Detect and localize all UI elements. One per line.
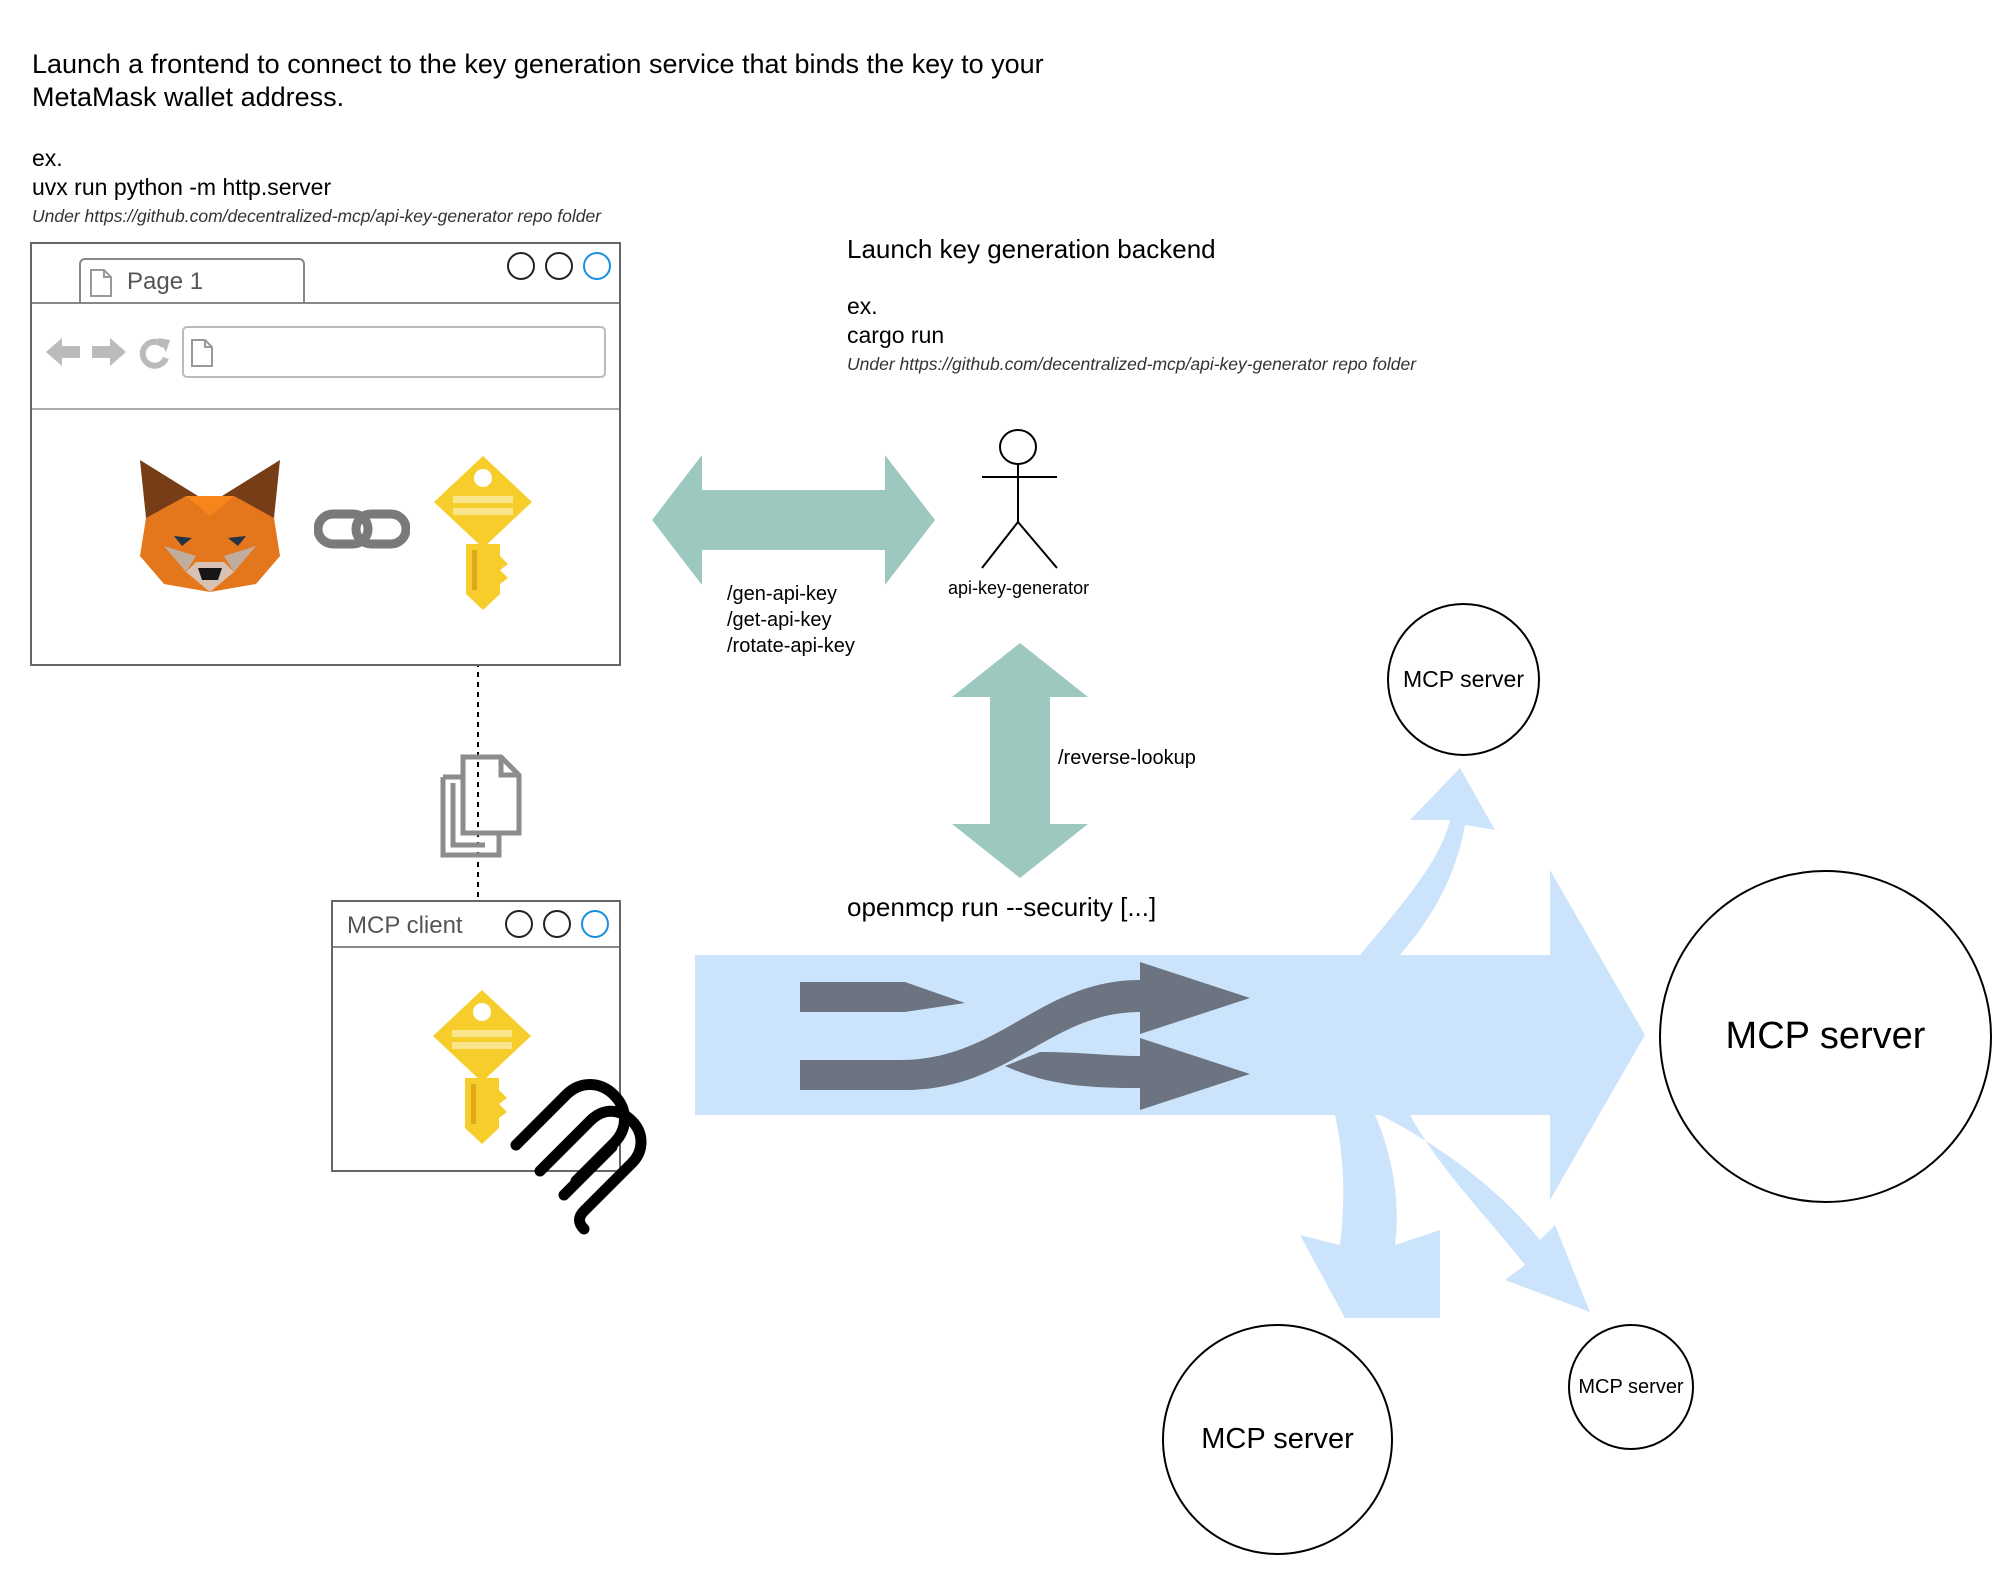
mcp-client-title: MCP client: [347, 912, 463, 939]
backend-title: Launch key generation backend: [847, 234, 1216, 264]
browser-window: Page 1: [30, 242, 621, 666]
reverse-lookup-double-arrow: [952, 643, 1088, 878]
main-flow-arrow: [695, 870, 1645, 1200]
openmcp-command: openmcp run --security [...]: [847, 892, 1157, 922]
mcp-server-bottom-left-label: MCP server: [1201, 1423, 1354, 1455]
window-button-close[interactable]: [507, 252, 535, 280]
endpoint-list: /gen-api-key /get-api-key /rotate-api-ke…: [727, 581, 855, 659]
frontend-ex-label: ex.: [32, 145, 63, 171]
mcp-server-right-label: MCP server: [1725, 1015, 1926, 1057]
tab-label: Page 1: [127, 268, 204, 295]
toolbar-divider: [32, 408, 619, 410]
intro-line-1: Launch a frontend to connect to the key …: [32, 49, 1044, 79]
branch-arrow-bottom-right: [1380, 1115, 1590, 1312]
client-window-button-close[interactable]: [505, 910, 533, 938]
address-bar[interactable]: [182, 326, 606, 378]
client-key-icon: [433, 990, 531, 1144]
mcp-server-top-label: MCP server: [1403, 666, 1524, 692]
mcp-server-top: MCP server: [1387, 603, 1540, 756]
frontend-repo-note: Under https://github.com/decentralized-m…: [32, 206, 602, 226]
frontend-example: ex. uvx run python -m http.server Under …: [32, 144, 601, 231]
mcp-logo-icon: [510, 1079, 647, 1235]
reload-icon[interactable]: [138, 336, 172, 370]
copy-icon: [440, 754, 522, 858]
address-page-icon: [191, 339, 213, 367]
page-icon: [90, 269, 112, 297]
branch-arrow-top: [1360, 768, 1495, 955]
actor-icon: [981, 429, 1058, 569]
window-button-minimize[interactable]: [545, 252, 573, 280]
endpoint-rotate-api-key: /rotate-api-key: [727, 635, 855, 657]
browser-tab[interactable]: Page 1: [79, 258, 305, 304]
backend-repo-note: Under https://github.com/decentralized-m…: [847, 354, 1417, 374]
mcp-server-bottom-right: MCP server: [1568, 1324, 1694, 1450]
client-title-divider: [333, 946, 619, 948]
endpoint-gen-api-key: /gen-api-key: [727, 583, 838, 605]
endpoint-reverse-lookup: /reverse-lookup: [1058, 747, 1196, 769]
intro-text: Launch a frontend to connect to the key …: [32, 48, 1044, 114]
mcp-server-bottom-right-label: MCP server: [1578, 1375, 1684, 1398]
actor-label: api-key-generator: [948, 578, 1090, 598]
endpoint-get-api-key: /get-api-key: [727, 609, 832, 631]
branch-arrow-bottom-left: [1300, 1115, 1440, 1318]
client-window-button-minimize[interactable]: [543, 910, 571, 938]
frontend-command: uvx run python -m http.server: [32, 174, 332, 200]
backend-command: cargo run: [847, 322, 945, 348]
intro-line-2: MetaMask wallet address.: [32, 82, 345, 112]
forward-arrow-icon[interactable]: [90, 336, 126, 368]
back-arrow-icon[interactable]: [46, 336, 82, 368]
mcp-server-bottom-left: MCP server: [1162, 1324, 1393, 1555]
mcp-server-right: MCP server: [1659, 870, 1992, 1203]
chain-link-icon: [314, 509, 410, 549]
mcp-client-window: MCP client: [331, 900, 621, 1172]
api-double-arrow: [652, 455, 935, 585]
backend-example: ex. cargo run Under https://github.com/d…: [847, 292, 1416, 379]
tab-bar-divider: [32, 302, 619, 304]
window-button-maximize[interactable]: [583, 252, 611, 280]
client-window-button-maximize[interactable]: [581, 910, 609, 938]
key-icon: [434, 456, 532, 610]
metamask-fox-icon: [140, 460, 280, 592]
backend-ex-label: ex.: [847, 293, 878, 319]
shuffle-icon: [800, 962, 1250, 1110]
